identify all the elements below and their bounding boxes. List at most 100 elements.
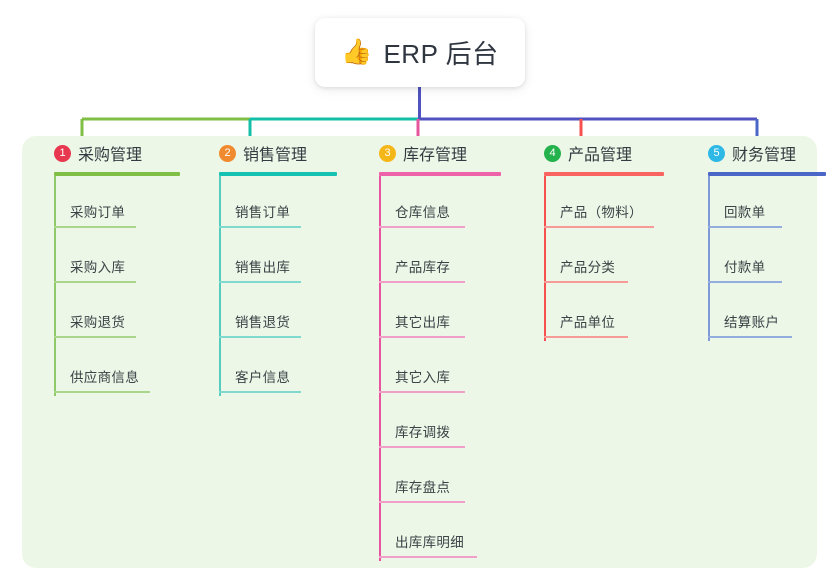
branch-item-label: 其它入库 <box>395 370 451 385</box>
branch-header-4[interactable]: 4 产品管理 <box>530 136 664 170</box>
branch-title: 库存管理 <box>403 147 468 164</box>
branch-spine <box>708 176 710 341</box>
branch-item-label: 产品单位 <box>560 315 616 330</box>
branch-item[interactable]: 销售退货 <box>205 286 337 341</box>
branch-item-label: 库存调拨 <box>395 425 451 440</box>
branch-item[interactable]: 库存盘点 <box>365 451 501 506</box>
branch-item[interactable]: 销售出库 <box>205 231 337 286</box>
branch-spine <box>54 176 56 396</box>
branch-item[interactable]: 库存调拨 <box>365 396 501 451</box>
branch-item-rule <box>708 336 792 338</box>
branch-item[interactable]: 产品（物料） <box>530 176 664 231</box>
branch-item[interactable]: 其它入库 <box>365 341 501 396</box>
branch-item-rule <box>379 556 477 558</box>
branch-item-label: 采购订单 <box>70 205 126 220</box>
branch-item-label: 销售出库 <box>235 260 291 275</box>
branch-item-label: 供应商信息 <box>70 370 139 385</box>
branch-item-rule <box>544 336 628 338</box>
branch-item-label: 销售退货 <box>235 315 291 330</box>
branch-item-label: 产品分类 <box>560 260 616 275</box>
branch-item-rule <box>379 281 465 283</box>
branch-item-label: 其它出库 <box>395 315 451 330</box>
branch-item[interactable]: 采购入库 <box>40 231 180 286</box>
branch-item-label: 产品（物料） <box>560 205 643 220</box>
branch-spine <box>219 176 221 396</box>
branch-item[interactable]: 出库库明细 <box>365 506 501 561</box>
branch-item-rule <box>54 391 150 393</box>
branches-panel <box>22 136 817 568</box>
branch-item-label: 出库库明细 <box>395 535 464 550</box>
thumbs-up-icon: 👍 <box>341 38 373 66</box>
branch-item-label: 库存盘点 <box>395 480 451 495</box>
branch-item-rule <box>379 226 465 228</box>
branch-item-label: 付款单 <box>724 260 766 275</box>
branch-item-rule <box>54 281 136 283</box>
branch-item-rule <box>219 336 301 338</box>
branch-item[interactable]: 回款单 <box>694 176 826 231</box>
branch-number-badge: 3 <box>379 144 396 162</box>
branch-spine <box>544 176 546 341</box>
branch-title: 产品管理 <box>568 147 633 164</box>
branch-item-list: 回款单付款单结算账户 <box>694 176 826 341</box>
branch-title-rule <box>708 172 826 176</box>
branch-item[interactable]: 产品库存 <box>365 231 501 286</box>
branch-item[interactable]: 结算账户 <box>694 286 826 341</box>
branch-number-badge: 2 <box>219 144 236 162</box>
branch-item[interactable]: 客户信息 <box>205 341 337 396</box>
branch-item-rule <box>219 281 301 283</box>
branch-title-rule <box>219 172 337 176</box>
branch-item-list: 销售订单销售出库销售退货客户信息 <box>205 176 337 396</box>
branch-title: 财务管理 <box>732 147 797 164</box>
branch-item[interactable]: 供应商信息 <box>40 341 180 396</box>
branch-item[interactable]: 销售订单 <box>205 176 337 231</box>
branch-item-label: 采购退货 <box>70 315 126 330</box>
branch-item-rule <box>219 226 301 228</box>
branch-item-rule <box>379 391 465 393</box>
branch-item[interactable]: 付款单 <box>694 231 826 286</box>
branch-item-label: 结算账户 <box>724 315 780 330</box>
branch-number-badge: 4 <box>544 144 561 162</box>
branch-title-rule <box>379 172 501 176</box>
branch-item-rule <box>379 501 465 503</box>
branch-item[interactable]: 采购退货 <box>40 286 180 341</box>
branch-item-rule <box>54 226 136 228</box>
branch-item-label: 客户信息 <box>235 370 291 385</box>
branch-column-1: 1 采购管理采购订单采购入库采购退货供应商信息 <box>40 136 180 396</box>
branch-item-rule <box>54 336 136 338</box>
branch-title-rule <box>544 172 664 176</box>
branch-item-rule <box>544 226 654 228</box>
branch-item-label: 回款单 <box>724 205 766 220</box>
root-node[interactable]: 👍 ERP 后台 <box>315 18 525 87</box>
branch-spine <box>379 176 381 561</box>
branch-item[interactable]: 采购订单 <box>40 176 180 231</box>
branch-number-badge: 1 <box>54 144 71 162</box>
branch-header-1[interactable]: 1 采购管理 <box>40 136 180 170</box>
branch-item[interactable]: 产品单位 <box>530 286 664 341</box>
branch-title: 采购管理 <box>78 147 143 164</box>
branch-item-list: 采购订单采购入库采购退货供应商信息 <box>40 176 180 396</box>
branch-item-rule <box>219 391 301 393</box>
branch-item-rule <box>379 446 465 448</box>
branch-item-label: 仓库信息 <box>395 205 451 220</box>
branch-header-3[interactable]: 3 库存管理 <box>365 136 501 170</box>
branch-item-rule <box>708 226 782 228</box>
branch-item-list: 仓库信息产品库存其它出库其它入库库存调拨库存盘点出库库明细 <box>365 176 501 561</box>
branch-item-rule <box>379 336 465 338</box>
branch-item[interactable]: 仓库信息 <box>365 176 501 231</box>
root-title: ERP 后台 <box>383 39 499 69</box>
branch-title-rule <box>54 172 180 176</box>
branch-item[interactable]: 产品分类 <box>530 231 664 286</box>
branch-item-rule <box>544 281 628 283</box>
branch-column-4: 4 产品管理产品（物料） 产品分类产品单位 <box>530 136 664 341</box>
branch-item-rule <box>708 281 782 283</box>
branch-item-label: 销售订单 <box>235 205 291 220</box>
branch-item-label: 采购入库 <box>70 260 126 275</box>
branch-item[interactable]: 其它出库 <box>365 286 501 341</box>
branch-column-3: 3 库存管理仓库信息产品库存其它出库其它入库库存调拨库存盘点出库库明细 <box>365 136 501 561</box>
